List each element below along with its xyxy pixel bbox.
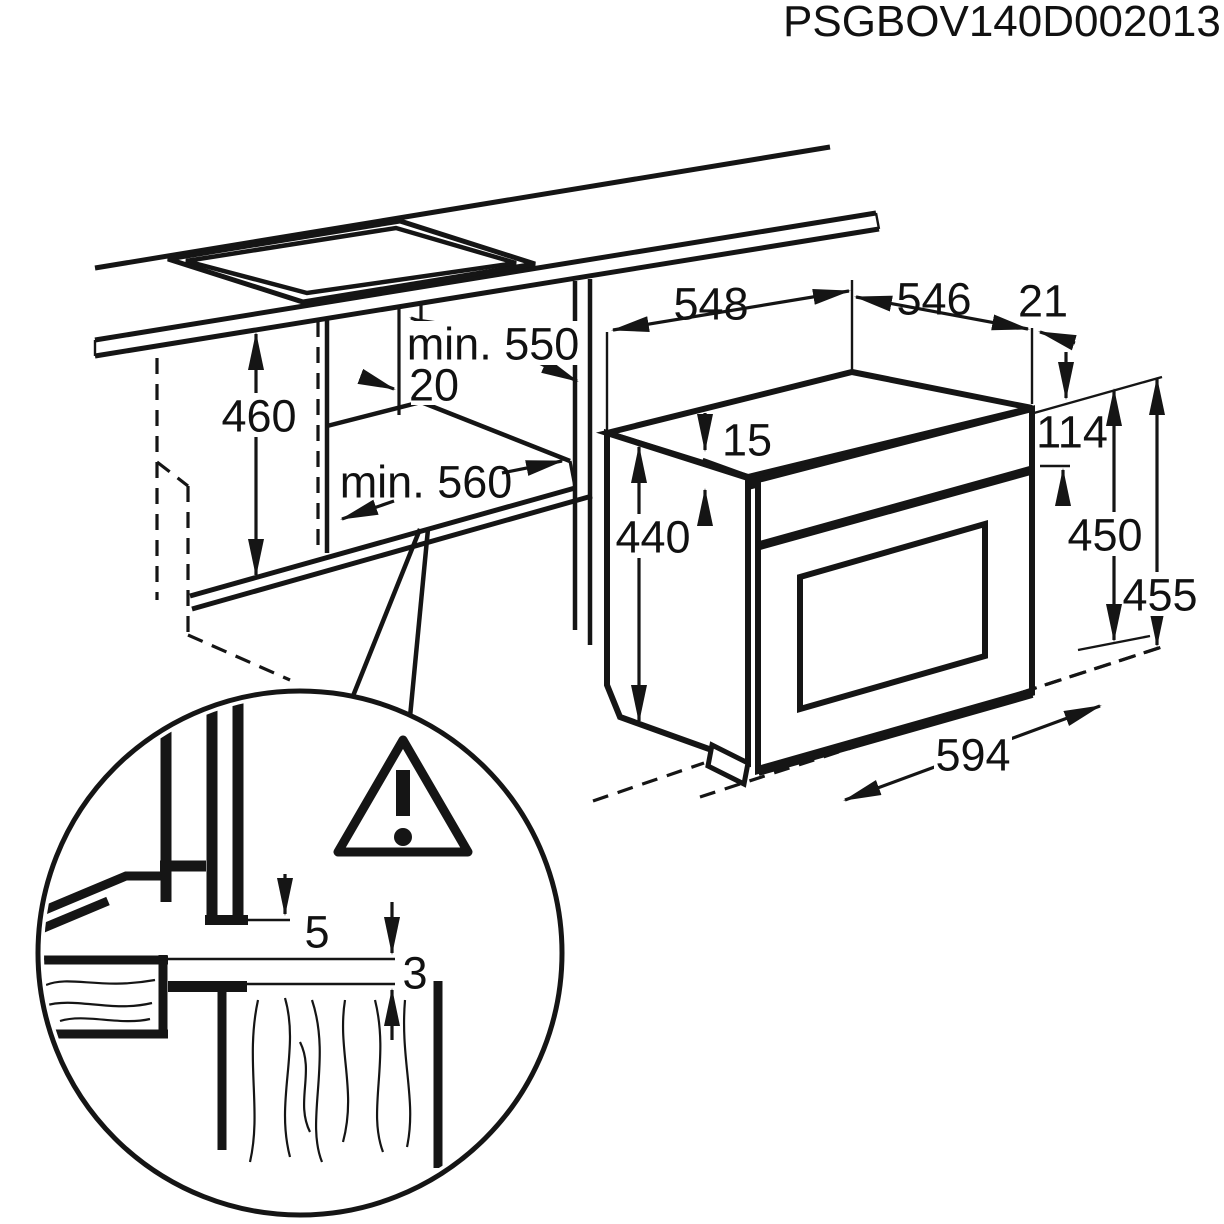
model-code: PSGBOV140D002013 bbox=[783, 0, 1221, 46]
detail-section bbox=[44, 697, 443, 1168]
detail-circle bbox=[35, 688, 565, 1218]
dim-niche-width: min. 560 bbox=[340, 457, 513, 508]
oven-door-window bbox=[797, 520, 988, 713]
dim-oven-width: 594 bbox=[935, 730, 1010, 781]
dim-oven-body-depth: 546 bbox=[896, 274, 971, 325]
worktop bbox=[93, 144, 881, 359]
dim-detail-bottom-gap: 3 bbox=[402, 948, 427, 999]
warning-triangle-icon bbox=[333, 735, 473, 857]
dim-detail-front-gap: 5 bbox=[304, 907, 329, 958]
oven-foot bbox=[705, 741, 751, 788]
dim-top-offset: 15 bbox=[722, 415, 772, 466]
dim-niche-depth: min. 550 bbox=[407, 319, 580, 370]
dim-front-frame-depth: 21 bbox=[1018, 276, 1068, 327]
labels: PSGBOV140D002013 460 min. 550 20 min. 56… bbox=[221, 0, 1221, 999]
hob-cutout bbox=[167, 218, 536, 305]
control-panel-line bbox=[756, 465, 1034, 551]
dim-rear-gap: 20 bbox=[409, 360, 459, 411]
dim-oven-height: 440 bbox=[615, 512, 690, 563]
dim-recess-height-450: 450 bbox=[1067, 510, 1142, 561]
dim-niche-height: 460 bbox=[221, 391, 296, 442]
oven-body bbox=[595, 368, 1035, 788]
dim-oven-top-depth: 548 bbox=[673, 279, 748, 330]
dim-front-panel-height: 114 bbox=[1036, 407, 1108, 458]
detail-callout bbox=[35, 528, 565, 1218]
dim-recess-height-455: 455 bbox=[1122, 570, 1197, 621]
